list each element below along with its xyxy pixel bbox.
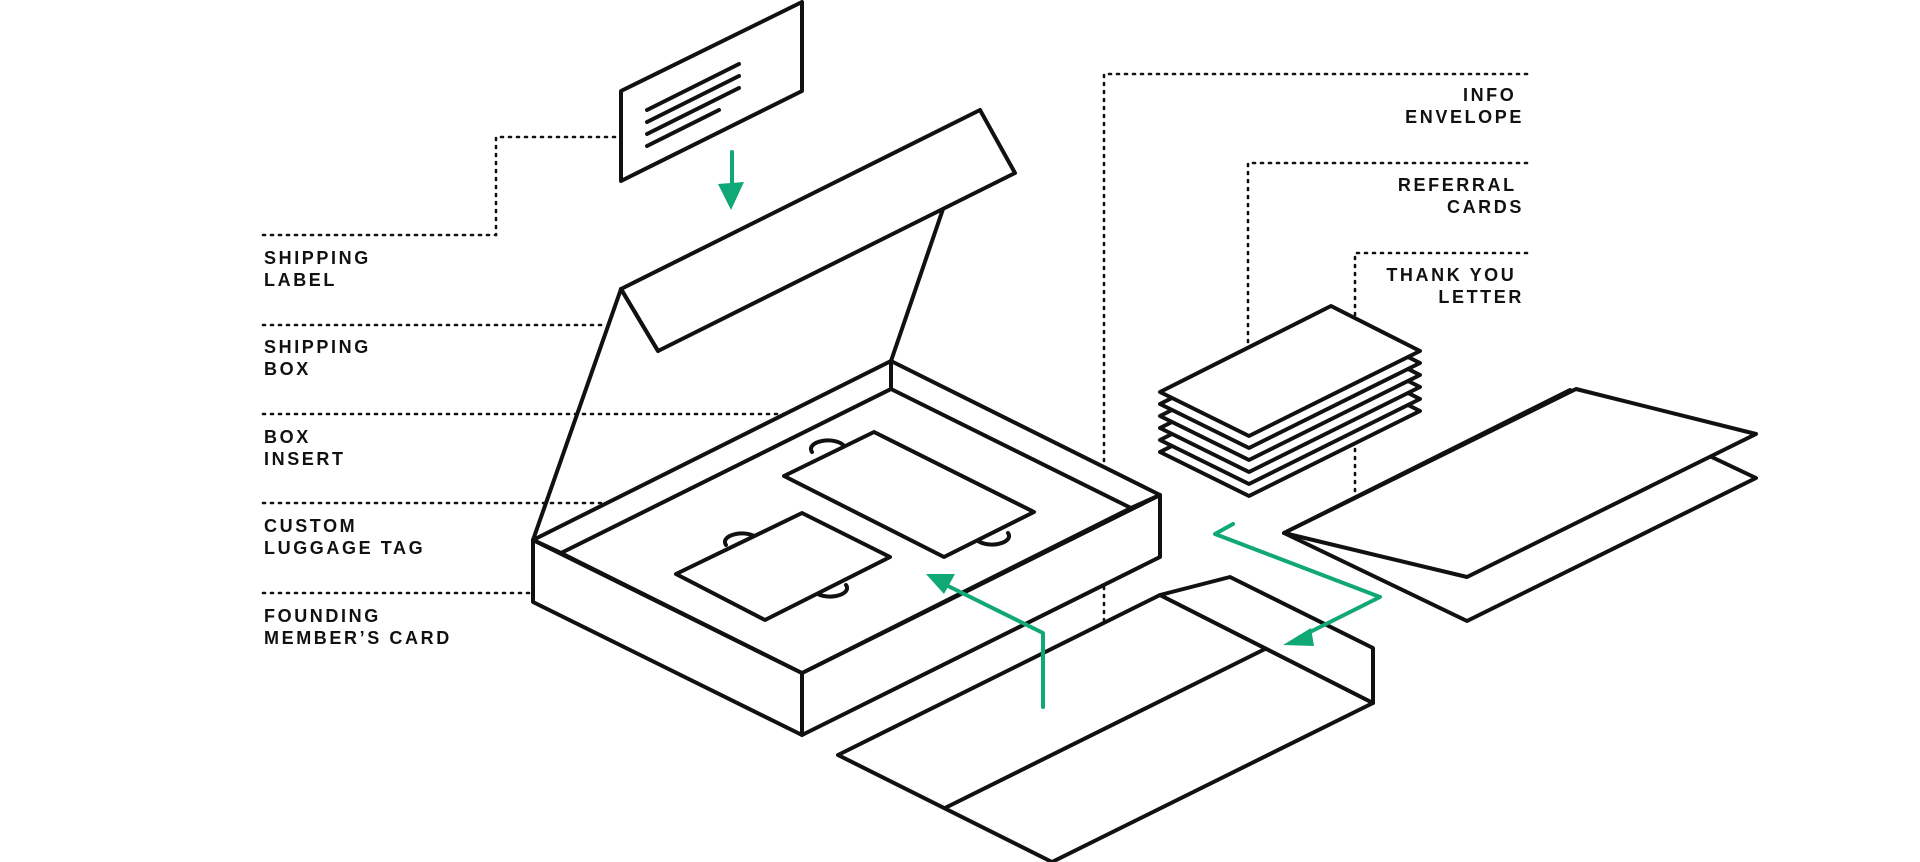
label-line: FOUNDING <box>264 606 381 626</box>
box-left-hinge <box>531 287 623 542</box>
label-line: INSERT <box>264 449 346 469</box>
labels-right: INFO ENVELOPE REFERRAL CARDS THANK YOU L… <box>1386 85 1524 307</box>
label-line: CUSTOM <box>264 516 357 536</box>
label-line: REFERRAL <box>1398 175 1516 195</box>
referral-card-1 <box>1158 304 1422 438</box>
label-line: LABEL <box>264 270 337 290</box>
box-inner-back-right <box>1129 493 1162 510</box>
label-referral-cards: REFERRAL CARDS <box>1398 175 1524 217</box>
label-founding-members-card: FOUNDING MEMBER’S CARD <box>264 606 452 648</box>
label-text-line-2 <box>645 74 741 124</box>
leader-shipping-label <box>261 135 618 237</box>
shipping-label <box>619 0 804 183</box>
label-line: BOX <box>264 427 311 447</box>
label-thank-you-letter: THANK YOU LETTER <box>1386 265 1524 307</box>
labels-left: SHIPPING LABEL SHIPPING BOX BOX INSERT C… <box>264 248 452 648</box>
label-line: BOX <box>264 359 311 379</box>
label-line: SHIPPING <box>264 248 371 268</box>
label-line: LETTER <box>1438 287 1524 307</box>
arrow-down-icon <box>718 182 744 210</box>
label-info-envelope: INFO ENVELOPE <box>1405 85 1524 127</box>
letter-front-sheet <box>1282 387 1758 579</box>
label-custom-luggage-tag: CUSTOM LUGGAGE TAG <box>264 516 425 558</box>
arrow-shaft-letter-to-envelope <box>1213 522 1382 639</box>
label-line: MEMBER’S CARD <box>264 628 452 648</box>
label-text-line-4 <box>645 108 721 148</box>
arrow-up-left-icon <box>926 574 955 594</box>
label-box-insert: BOX INSERT <box>264 427 346 469</box>
label-line: LUGGAGE TAG <box>264 538 425 558</box>
leader-referral-cards <box>1246 161 1529 382</box>
label-line: THANK YOU <box>1386 265 1516 285</box>
envelope-flap <box>1158 575 1375 705</box>
luggage-tag <box>782 430 1036 559</box>
label-shipping-box: SHIPPING BOX <box>264 337 378 379</box>
custom-luggage-tag <box>782 430 1036 559</box>
luggage-tag-loop-top <box>808 438 846 454</box>
label-line: INFO <box>1463 85 1516 105</box>
box-right-hinge <box>889 207 945 363</box>
label-line: ENVELOPE <box>1405 107 1524 127</box>
label-text-line-1 <box>645 62 741 112</box>
box-inner-front-left <box>531 538 563 555</box>
arrow-down-left-icon <box>1283 628 1314 646</box>
label-shipping-label: SHIPPING LABEL <box>264 248 378 290</box>
shipping-box <box>531 108 1162 737</box>
arrow-shaft-envelope-to-box <box>940 581 1045 709</box>
label-text-line-3 <box>645 86 741 136</box>
label-line: CARDS <box>1447 197 1524 217</box>
info-envelope <box>836 575 1375 862</box>
assembly-arrows <box>718 150 1382 709</box>
envelope-fold <box>943 646 1269 810</box>
box-lid-side <box>619 287 660 353</box>
referral-cards <box>1158 304 1422 498</box>
founding-members-card <box>674 511 892 622</box>
label-line: SHIPPING <box>264 337 371 357</box>
thank-you-letter <box>1282 387 1758 623</box>
luggage-tag-loop-bottom <box>974 531 1012 547</box>
founding-members-card-shape <box>674 511 892 622</box>
